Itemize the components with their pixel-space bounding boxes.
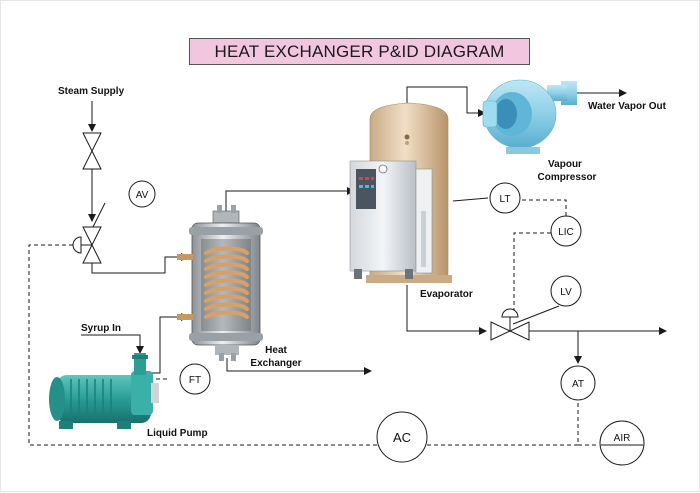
air-label: AIR (614, 433, 631, 444)
syrup-in-label: Syrup In (81, 323, 121, 334)
at-label: AT (572, 379, 584, 390)
instrument-ac (376, 411, 428, 463)
evaporator-label: Evaporator (420, 289, 473, 300)
vapour-compressor-icon (482, 79, 577, 154)
vapour-compressor-label-2: Compressor (538, 172, 597, 183)
water-vapor-out-label: Water Vapor Out (588, 101, 667, 112)
instrument-lt (489, 182, 521, 214)
instrument-lv (550, 275, 582, 307)
process-lines (81, 86, 667, 379)
evaporator-icon (349, 102, 452, 283)
diagram-title: HEAT EXCHANGER P&ID DIAGRAM (189, 38, 530, 65)
heat-exchanger-label-2: Exchanger (250, 358, 301, 369)
lv-label: LV (560, 287, 572, 298)
heat-exchanger-label-1: Heat (265, 345, 287, 356)
instrument-air (599, 420, 645, 466)
ac-label: AC (393, 430, 411, 445)
level-control-valve-icon (490, 308, 530, 341)
instrument-av (128, 180, 156, 208)
liquid-pump-icon (49, 353, 159, 429)
lt-label: LT (500, 194, 511, 205)
liquid-pump-label: Liquid Pump (147, 428, 208, 439)
heat-exchanger-icon (177, 205, 263, 361)
instrument-lic (550, 215, 582, 247)
ft-label: FT (189, 375, 201, 386)
steam-control-valve-icon (72, 202, 106, 264)
instrument-at (560, 365, 596, 401)
vapour-compressor-label-1: Vapour (548, 159, 582, 170)
steam-manual-valve-icon (82, 132, 102, 170)
lic-label: LIC (558, 227, 574, 238)
instrument-ft (179, 363, 211, 395)
av-label: AV (136, 190, 149, 201)
steam-supply-label: Steam Supply (58, 86, 125, 97)
